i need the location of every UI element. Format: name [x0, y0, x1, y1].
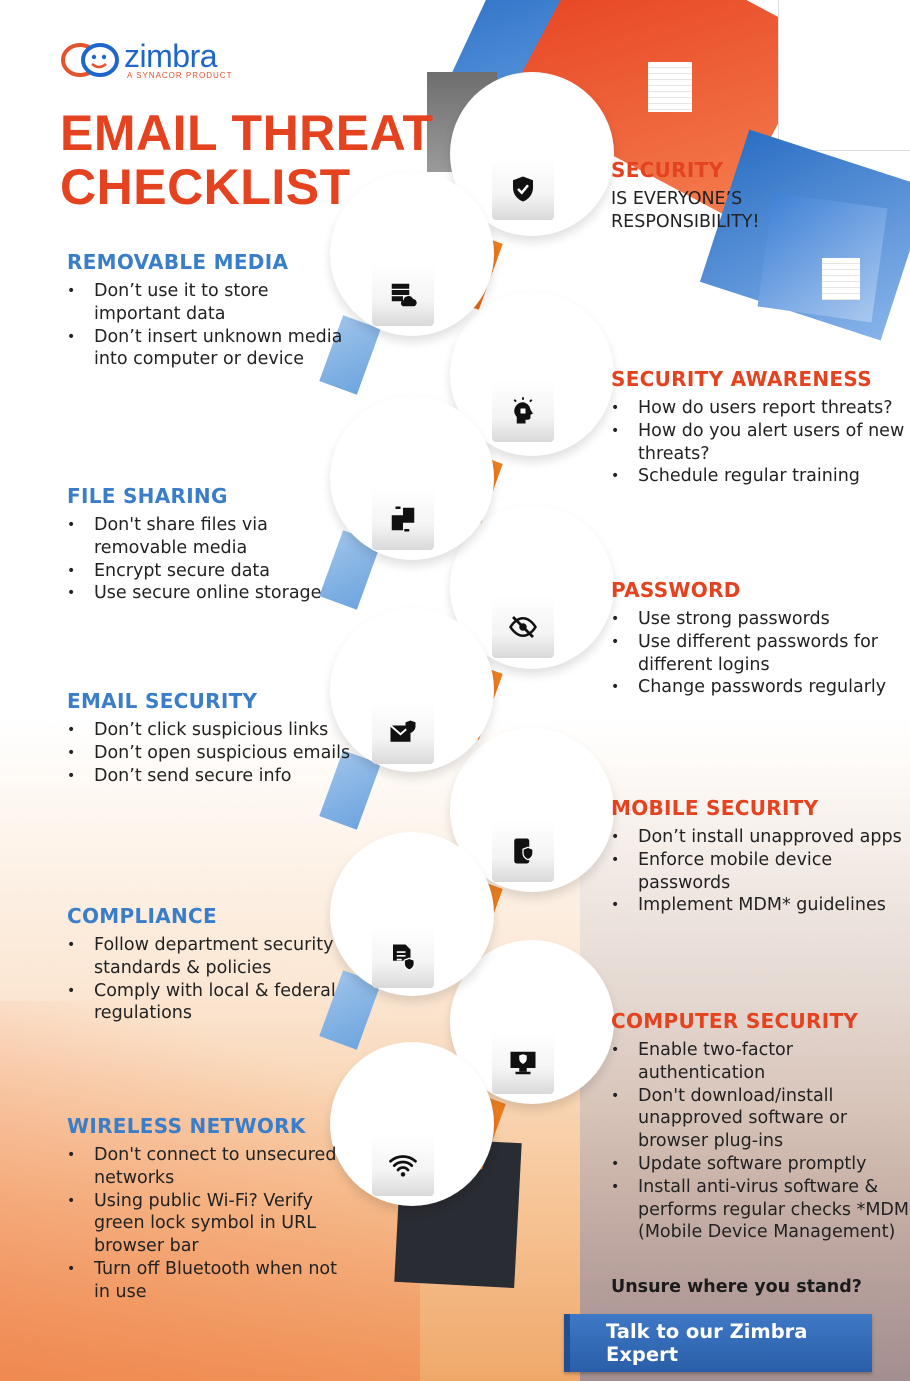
file-transfer-icon — [372, 488, 434, 550]
section-security-awareness: SECURITY AWARENESS How do users report t… — [611, 367, 910, 488]
list-item: Turn off Bluetooth when not in use — [67, 1258, 357, 1304]
section-security: SECURITY IS EVERYONE’S RESPONSIBILITY! — [611, 158, 781, 234]
security-tagline: IS EVERYONE’S RESPONSIBILITY! — [611, 189, 760, 232]
section-removable-media: REMOVABLE MEDIA Don’t use it to store im… — [67, 250, 357, 371]
list-item: Implement MDM* guidelines — [611, 894, 910, 917]
brand-name: zimbra — [124, 37, 218, 74]
list-item: Using public Wi-Fi? Verify green lock sy… — [67, 1190, 357, 1258]
document-shield-icon — [372, 926, 434, 988]
section-mobile-security: MOBILE SECURITY Don’t install unapproved… — [611, 796, 910, 917]
section-heading: COMPUTER SECURITY — [611, 1009, 859, 1033]
server-cloud-icon — [372, 264, 434, 326]
list-item: Change passwords regularly — [611, 676, 910, 699]
section-password: PASSWORD Use strong passwords Use differ… — [611, 578, 910, 699]
decorative-paper — [778, 0, 910, 151]
list-item: Install anti-virus software & performs r… — [611, 1176, 910, 1244]
decorative-note — [648, 62, 692, 112]
section-list: Don’t install unapproved apps Enforce mo… — [611, 826, 910, 917]
list-item: Comply with local & federal regulations — [67, 980, 357, 1026]
page-title: EMAIL THREAT CHECKLIST — [60, 106, 434, 214]
brand-tagline: A SYNACOR PRODUCT — [127, 70, 233, 80]
phone-shield-icon — [492, 820, 554, 882]
section-list: Follow department security standards & p… — [67, 934, 357, 1025]
section-computer-security: COMPUTER SECURITY Enable two-factor auth… — [611, 1009, 910, 1244]
list-item: Use secure online storage — [67, 582, 357, 605]
section-heading: EMAIL SECURITY — [67, 689, 258, 713]
list-item: How do you alert users of new threats? — [611, 420, 910, 466]
list-item: Don’t insert unknown media into computer… — [67, 326, 357, 372]
talk-to-expert-button[interactable]: Talk to our Zimbra Expert — [564, 1314, 872, 1372]
list-item: Don’t click suspicious links — [67, 719, 357, 742]
footer-question: Unsure where you stand? — [611, 1277, 862, 1297]
section-list: How do users report threats? How do you … — [611, 397, 910, 488]
section-list: Don’t use it to store important data Don… — [67, 280, 357, 371]
head-lock-icon — [492, 380, 554, 442]
section-file-sharing: FILE SHARING Don't share files via remov… — [67, 484, 357, 605]
list-item: Use strong passwords — [611, 608, 910, 631]
section-list: Enable two-factor authentication Don't d… — [611, 1039, 910, 1244]
monitor-shield-icon — [492, 1032, 554, 1094]
section-heading: COMPLIANCE — [67, 904, 217, 928]
wifi-icon — [372, 1134, 434, 1196]
list-item: Don't download/install unapproved softwa… — [611, 1085, 910, 1153]
section-compliance: COMPLIANCE Follow department security st… — [67, 904, 357, 1025]
list-item: Schedule regular training — [611, 465, 910, 488]
list-item: Enforce mobile device passwords — [611, 849, 910, 895]
list-item: Enable two-factor authentication — [611, 1039, 910, 1085]
section-list: Don’t click suspicious links Don’t open … — [67, 719, 357, 787]
section-list: Don't share files via removable media En… — [67, 514, 357, 605]
section-heading: MOBILE SECURITY — [611, 796, 819, 820]
smiley-bubble-logo-icon — [61, 43, 119, 77]
list-item: Use different passwords for different lo… — [611, 631, 910, 677]
section-list: Don't connect to unsecured networks Usin… — [67, 1144, 357, 1304]
section-heading: SECURITY — [611, 158, 724, 182]
list-item: Don’t send secure info — [67, 765, 357, 788]
section-heading: SECURITY AWARENESS — [611, 367, 872, 391]
title-line-2: CHECKLIST — [60, 159, 351, 215]
list-item: Don't connect to unsecured networks — [67, 1144, 357, 1190]
eye-hidden-icon — [492, 596, 554, 658]
list-item: How do users report threats? — [611, 397, 910, 420]
list-item: Don’t install unapproved apps — [611, 826, 910, 849]
list-item: Don't share files via removable media — [67, 514, 357, 560]
section-wireless-network: WIRELESS NETWORK Don't connect to unsecu… — [67, 1114, 357, 1304]
section-heading: REMOVABLE MEDIA — [67, 250, 289, 274]
list-item: Follow department security standards & p… — [67, 934, 357, 980]
section-heading: FILE SHARING — [67, 484, 228, 508]
zimbra-logo: zimbra A SYNACOR PRODUCT — [60, 40, 232, 80]
decorative-note — [822, 258, 860, 300]
title-line-1: EMAIL THREAT — [60, 105, 434, 161]
list-item: Encrypt secure data — [67, 560, 357, 583]
list-item: Don’t open suspicious emails — [67, 742, 357, 765]
mail-shield-icon — [372, 702, 434, 764]
list-item: Don’t use it to store important data — [67, 280, 357, 326]
list-item: Update software promptly — [611, 1153, 910, 1176]
shield-check-icon — [492, 158, 554, 220]
section-heading: PASSWORD — [611, 578, 741, 602]
section-list: Use strong passwords Use different passw… — [611, 608, 910, 699]
section-heading: WIRELESS NETWORK — [67, 1114, 306, 1138]
section-email-security: EMAIL SECURITY Don’t click suspicious li… — [67, 689, 357, 787]
